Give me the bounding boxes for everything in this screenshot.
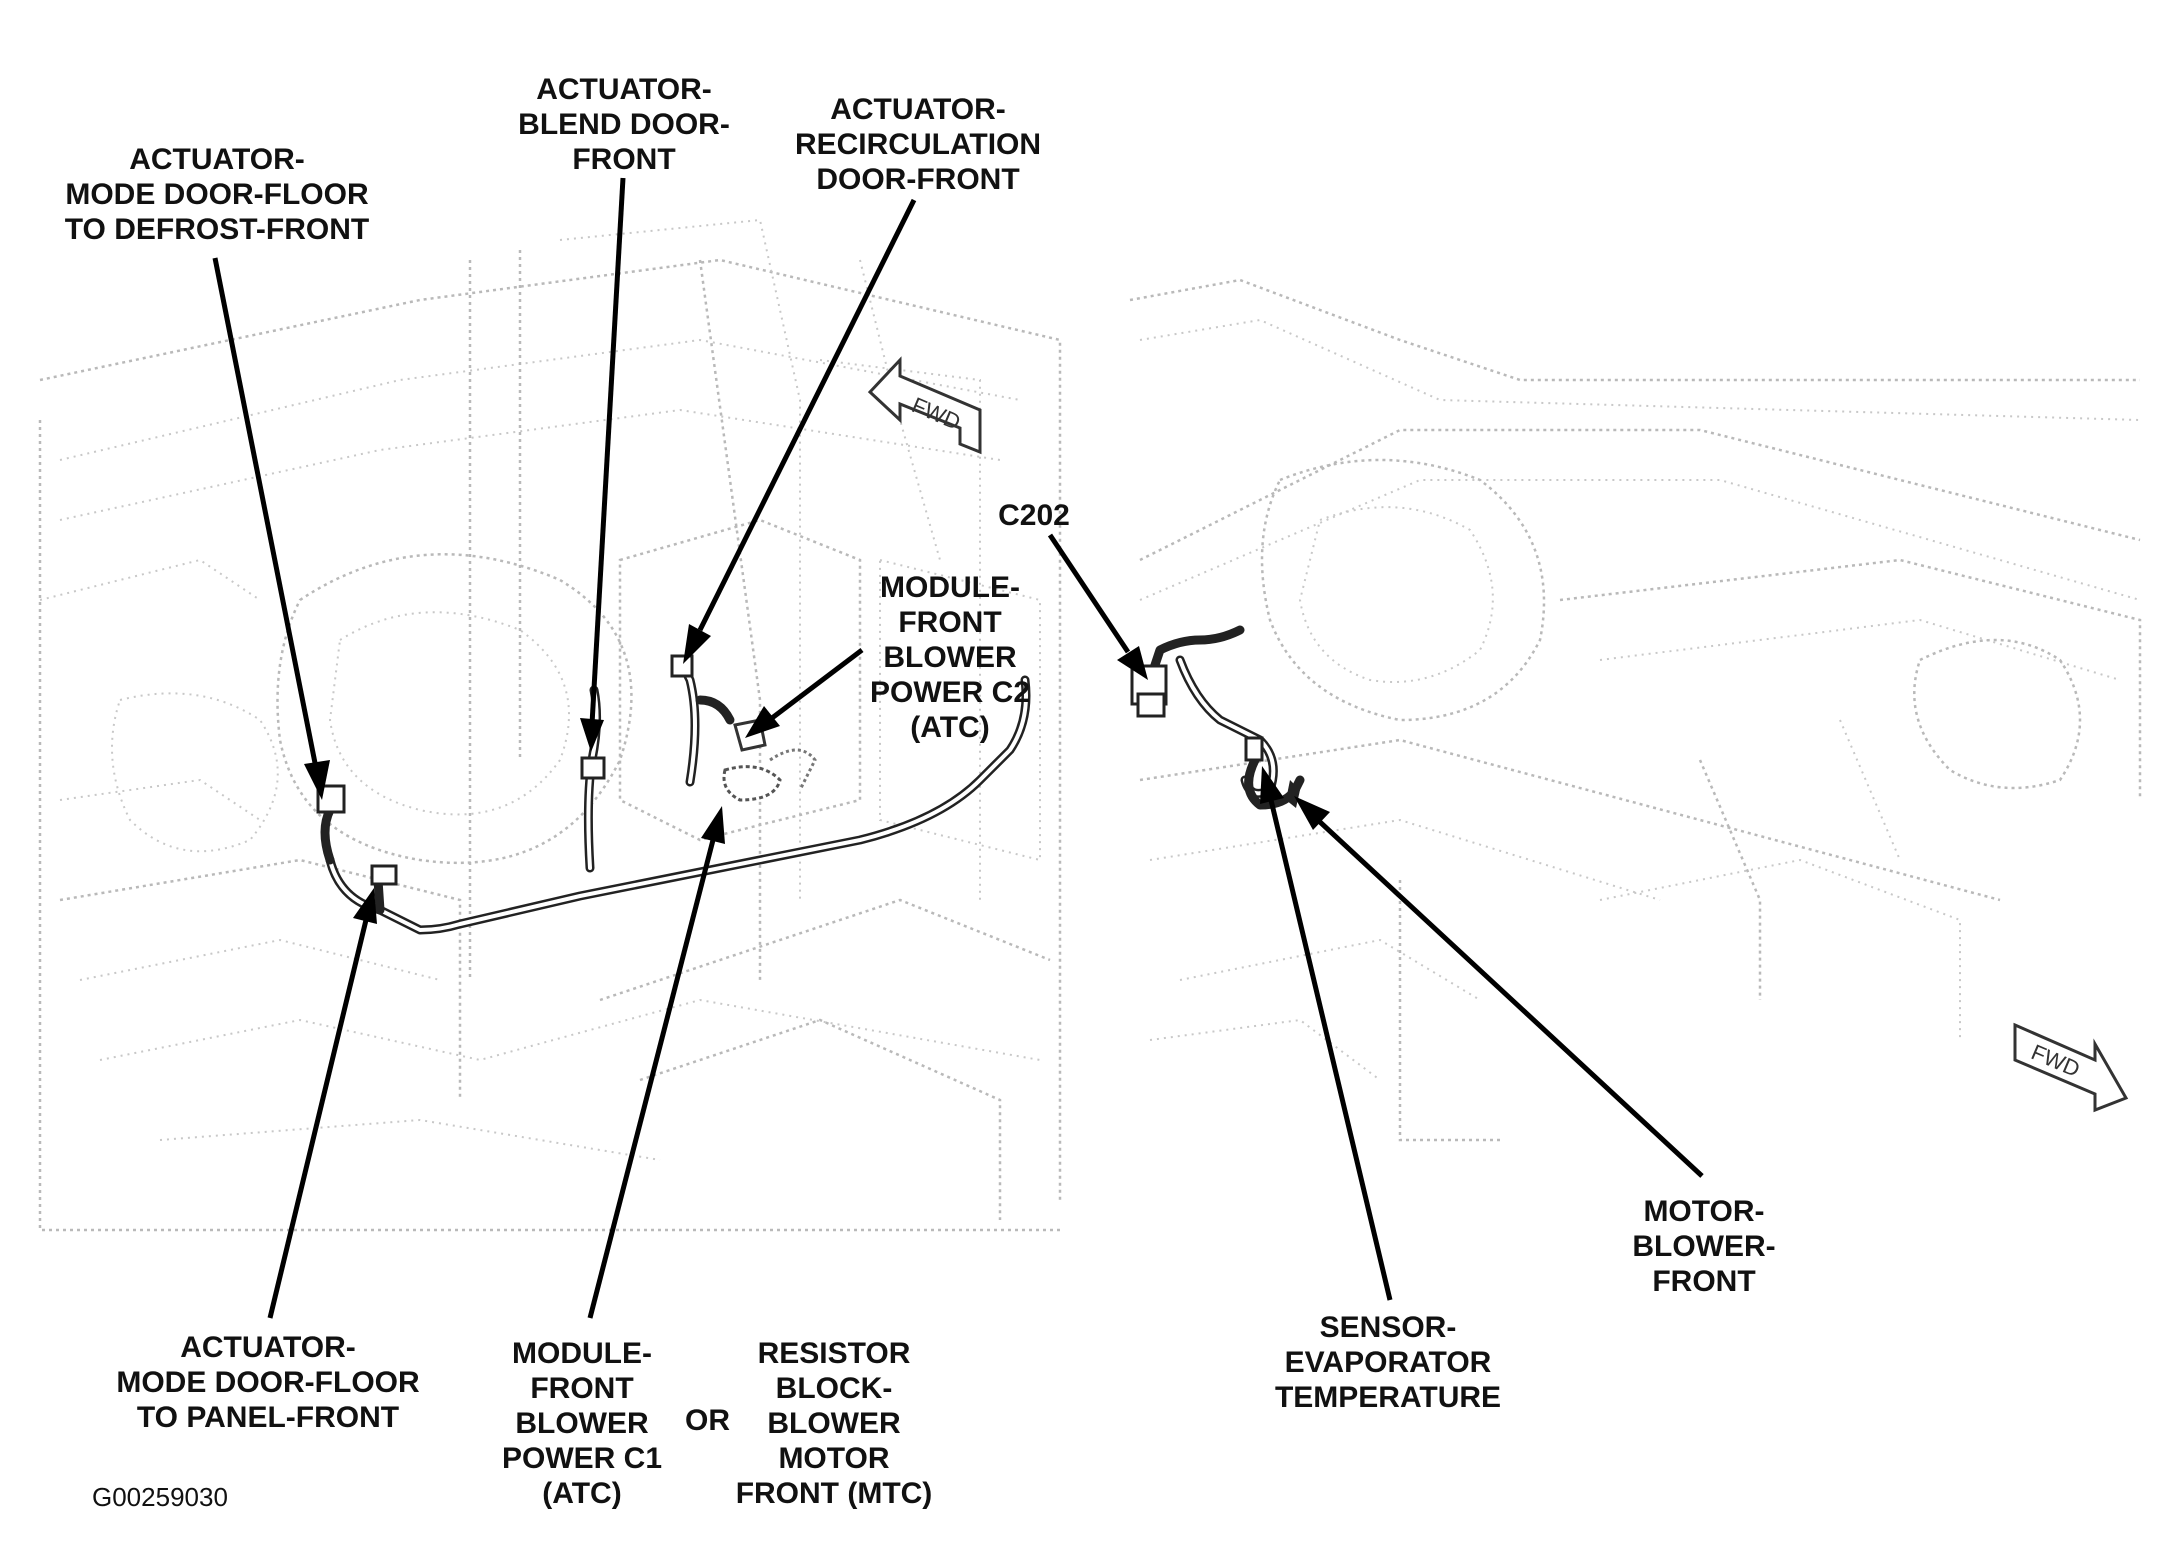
figure-id: G00259030 [92, 1482, 228, 1512]
fwd-arrow-right-icon: FWD [2013, 1022, 2129, 1113]
label-sensor-evaporator-temperature: SENSOR- EVAPORATOR TEMPERATURE [1274, 1311, 1502, 1414]
leader-motor-blower [1294, 796, 1704, 1178]
label-or: OR [685, 1404, 730, 1437]
leader-mode-floor-panel [267, 888, 377, 1319]
label-module-front-blower-power-c2: MODULE- FRONT BLOWER POWER C2 (ATC) [869, 571, 1031, 744]
leader-blend-door [580, 177, 626, 752]
leader-recirculation [683, 198, 917, 664]
label-actuator-blend-door: ACTUATOR- BLEND DOOR- FRONT [518, 73, 730, 176]
label-actuator-recirculation-door: ACTUATOR- RECIRCULATION DOOR-FRONT [794, 93, 1042, 196]
label-actuator-mode-door-floor-panel: ACTUATOR- MODE DOOR-FLOOR TO PANEL-FRONT [116, 1331, 420, 1434]
right-background-drawing [1129, 278, 2142, 1142]
leader-c202 [1047, 533, 1148, 680]
label-motor-blower-front: MOTOR- BLOWER- FRONT [1632, 1195, 1776, 1298]
leader-mode-floor-defrost [212, 257, 330, 800]
right-wiring-harness [1130, 625, 1305, 810]
leader-sensor-evap [1260, 766, 1393, 1301]
leader-module-c1 [587, 806, 725, 1319]
left-background-drawing [38, 218, 1062, 1232]
label-module-front-blower-power-c1: MODULE- FRONT BLOWER POWER C1 (ATC) [501, 1337, 663, 1510]
label-resistor-block-blower-motor: RESISTOR BLOCK- BLOWER MOTOR FRONT (MTC) [735, 1337, 933, 1510]
leader-lines [212, 177, 1704, 1319]
fwd-arrow-left-icon: FWD [867, 356, 982, 455]
left-wiring-harness [316, 654, 1031, 935]
label-c202: C202 [998, 499, 1070, 532]
leader-module-c2 [745, 648, 864, 738]
label-actuator-mode-door-floor-defrost: ACTUATOR- MODE DOOR-FLOOR TO DEFROST-FRO… [64, 143, 370, 246]
